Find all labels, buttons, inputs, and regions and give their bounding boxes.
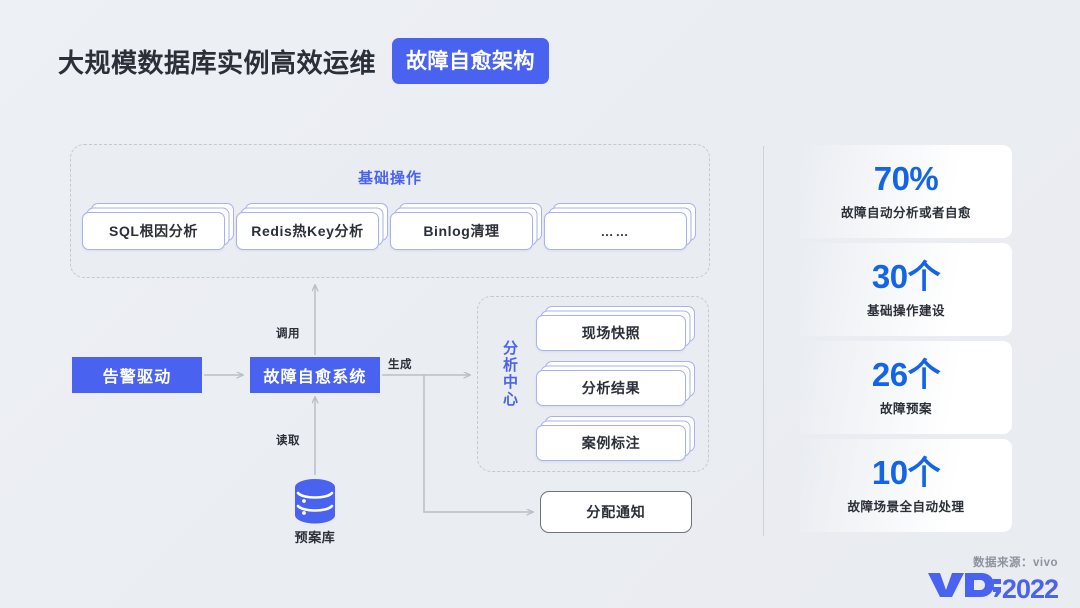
analysis-card-annotation[interactable]: 案例标注 — [536, 416, 695, 461]
edge-label-call: 调用 — [276, 328, 300, 340]
data-source-note: 数据来源：vivo — [972, 557, 1058, 569]
stat-value: 10个 — [871, 454, 941, 492]
stat-caption: 基础操作建设 — [866, 303, 945, 318]
base-op-card-sql[interactable]: SQL根因分析 — [82, 203, 234, 250]
card-layer-front — [544, 212, 687, 250]
analysis-card-label: 分析结果 — [581, 380, 641, 396]
card-layer-front — [536, 370, 686, 406]
flow-box-self-healing-system[interactable]: 故障自愈系统 — [250, 357, 380, 393]
analysis-card-result[interactable]: 分析结果 — [536, 361, 695, 406]
vdc-logo-year: 2022 — [1001, 574, 1059, 604]
stat-caption: 故障场景全自动处理 — [847, 499, 965, 514]
card-layer-front — [536, 315, 686, 351]
stat-card-fault-plans: 26个 故障预案 — [800, 341, 1012, 434]
page-title: 大规模数据库实例高效运维 — [58, 47, 377, 78]
vdc-logo-mark — [927, 573, 1001, 597]
analysis-card-snapshot[interactable]: 现场快照 — [536, 306, 695, 351]
vertical-divider — [763, 146, 764, 536]
base-op-card-redis[interactable]: Redis热Key分析 — [236, 203, 388, 250]
flow-box-alarm-driven[interactable]: 告警驱动 — [72, 357, 202, 393]
stat-value: 70% — [873, 160, 939, 198]
page-header: 大规模数据库实例高效运维 故障自愈架构 — [58, 38, 550, 84]
stat-caption: 故障预案 — [879, 401, 932, 416]
stat-value: 26个 — [871, 356, 941, 394]
flow-box-dispatch-notification[interactable]: 分配通知 — [540, 491, 692, 533]
base-op-card-binlog[interactable]: Binlog清理 — [390, 203, 542, 250]
edge-label-read: 读取 — [276, 435, 300, 447]
analysis-center-title: 分析中心 — [501, 340, 518, 408]
base-operations-title: 基础操作 — [357, 170, 422, 187]
stat-value: 30个 — [871, 258, 941, 296]
database-label: 预案库 — [294, 530, 336, 545]
base-op-card-label: SQL根因分析 — [109, 223, 198, 239]
analysis-card-label: 案例标注 — [581, 435, 641, 451]
vdc-logo: 2022 — [927, 570, 1059, 604]
base-op-card-label: Binlog清理 — [423, 223, 500, 239]
card-layer-front — [390, 212, 533, 250]
section-badge: 故障自愈架构 — [392, 38, 550, 84]
analysis-card-label: 现场快照 — [581, 325, 641, 341]
base-op-card-label: …… — [600, 223, 631, 239]
stat-caption: 故障自动分析或者自愈 — [840, 205, 971, 220]
base-op-card-more[interactable]: …… — [544, 203, 696, 250]
card-layer-front — [82, 212, 225, 250]
card-layer-front — [236, 212, 379, 250]
stat-card-base-operations: 30个 基础操作建设 — [800, 243, 1012, 336]
card-layer-front — [536, 425, 686, 461]
stat-card-auto-handled-scenarios: 10个 故障场景全自动处理 — [800, 439, 1012, 532]
stat-card-auto-analysis: 70% 故障自动分析或者自愈 — [800, 145, 1012, 238]
database-cylinder-icon — [295, 479, 335, 524]
base-op-card-label: Redis热Key分析 — [251, 223, 364, 239]
edge-label-generate: 生成 — [388, 359, 412, 371]
